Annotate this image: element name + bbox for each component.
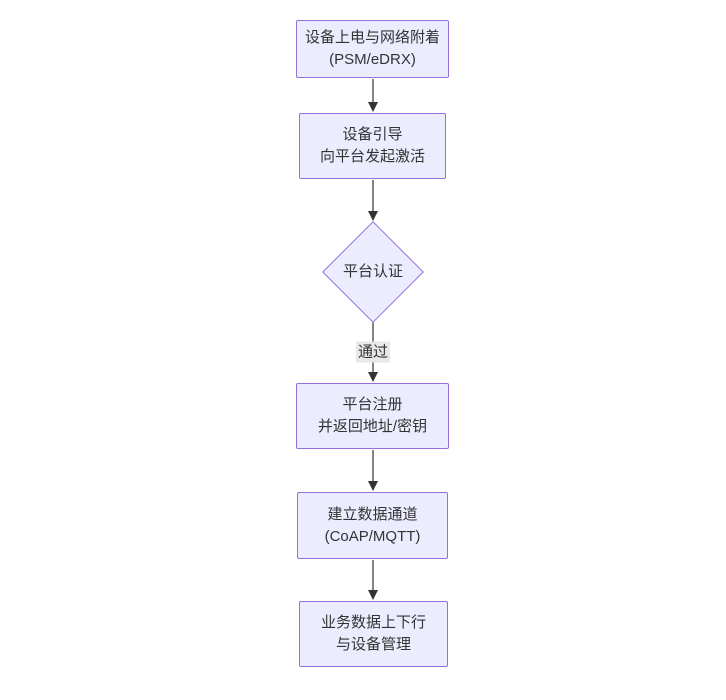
node-line: (CoAP/MQTT) (324, 527, 421, 545)
node-line: (PSM/eDRX) (329, 51, 416, 68)
node-line: 向平台发起激活 (319, 148, 425, 165)
node-line: 业务数据上下行 (320, 614, 426, 631)
flow-node-register: 平台注册 并返回地址/密钥 (296, 383, 449, 449)
node-line: 设备引导 (342, 126, 403, 143)
decision-diamond-label: 平台认证 (342, 263, 404, 280)
node-line: 并返回地址/密钥 (317, 418, 428, 435)
node-line: 设备上电与网络附着 (304, 29, 440, 46)
node-line: 建立数据通道 (327, 505, 418, 523)
node-line: 与设备管理 (335, 636, 411, 653)
edge-label-pass: 通过 (355, 341, 391, 363)
flow-node-business: 业务数据上下行 与设备管理 (299, 601, 448, 667)
flow-node-power-attach: 设备上电与网络附着 (PSM/eDRX) (296, 20, 449, 78)
flow-node-bootstrap: 设备引导 向平台发起激活 (299, 113, 446, 179)
flow-node-data-channel: 建立数据通道 (CoAP/MQTT) (297, 492, 448, 559)
node-line: 平台注册 (342, 396, 403, 413)
